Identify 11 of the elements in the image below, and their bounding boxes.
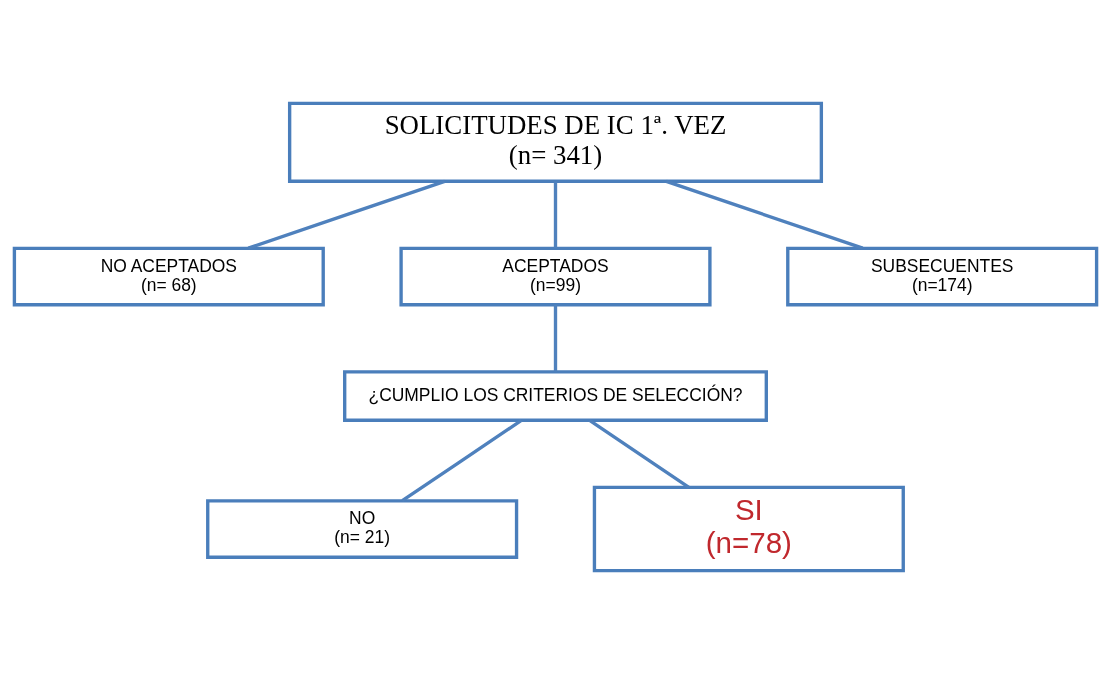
- connector: [665, 179, 864, 250]
- node-box: SI (n=78): [592, 485, 905, 572]
- node-box: NO (n= 21): [206, 498, 519, 559]
- node-box: SOLICITUDES DE IC 1ª. VEZ (n= 341): [287, 101, 824, 183]
- connector: [247, 179, 446, 250]
- connector: [553, 304, 558, 372]
- node-box: SUBSECUENTES (n=174): [786, 246, 1099, 306]
- connector: [553, 180, 558, 248]
- node-box: NO ACEPTADOS (n= 68): [12, 246, 325, 306]
- node-box: ACEPTADOS (n=99): [399, 246, 712, 306]
- node-box: ¿CUMPLIO LOS CRITERIOS DE SELECCIÓN?: [343, 369, 768, 422]
